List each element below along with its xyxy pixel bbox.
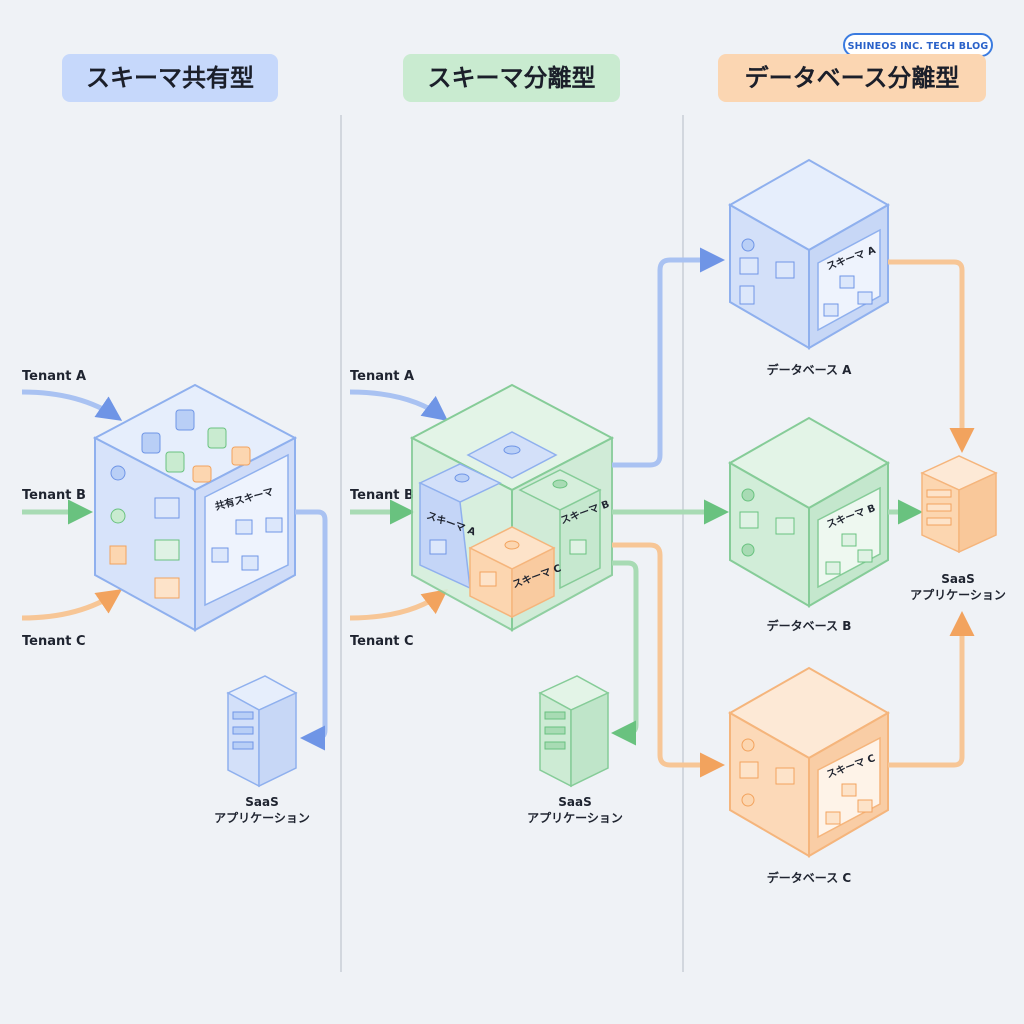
saas-server-2: [538, 675, 610, 788]
database-cube-green: スキーマ A スキーマ B スキーマ C: [409, 383, 615, 632]
schema-table: [841, 533, 857, 547]
to-saas-app-arrow-2: [611, 560, 639, 746]
user-icon-b: [110, 508, 126, 524]
schema-table-4: [265, 517, 283, 533]
database-c-cube: スキーマ C: [727, 666, 891, 858]
tenant-c-label-2: Tenant C: [350, 634, 414, 649]
server-slot: [926, 489, 952, 498]
shared-to-app-arrow: [295, 509, 328, 751]
table-icon: [739, 257, 759, 275]
saas-app-label-2b: アプリケーション: [527, 810, 623, 825]
shared-schema-column: Tenant A Tenant B Tenant C 共有スキーマ: [21, 369, 328, 825]
table-icon-c: [154, 577, 180, 599]
saas-server-1: [226, 675, 298, 788]
server-slot: [232, 711, 254, 720]
user-icon: [741, 543, 755, 557]
schema-c-box: スキーマ C: [468, 526, 563, 619]
database-a-label: データベース A: [767, 362, 853, 377]
database-c-label: データベース C: [767, 870, 852, 885]
schema-b-table: [569, 539, 587, 555]
schema-b-box: スキーマ B: [518, 469, 611, 590]
server-slot: [232, 726, 254, 735]
schema-table: [825, 561, 841, 575]
tenant-icon-top-2: [175, 409, 195, 431]
schema-table: [841, 783, 857, 797]
db-c-to-app-arrow: [888, 611, 975, 768]
server-slot: [926, 503, 952, 512]
schema-table: [857, 291, 873, 305]
schema-a-box: スキーマ A: [418, 463, 502, 590]
title-separated-database: データベース分離型: [718, 54, 986, 102]
schema-table-1: [235, 519, 253, 535]
schema-table: [857, 549, 873, 563]
schema-table: [823, 303, 839, 317]
tenant-a-label-2: Tenant A: [350, 369, 414, 384]
schema-c-table: [479, 571, 497, 587]
database-b-label: データベース B: [767, 618, 852, 633]
database-a-cube: スキーマ A: [727, 158, 891, 350]
server-slot: [544, 741, 566, 750]
user-icon: [741, 488, 755, 502]
title-shared-schema: スキーマ共有型: [62, 54, 278, 102]
title-separated-schema: スキーマ分離型: [403, 54, 620, 102]
saas-app-label-3b: アプリケーション: [910, 587, 1006, 602]
table-icon: [739, 761, 759, 779]
shared-database-cube: 共有スキーマ: [92, 383, 298, 632]
table-icon: [775, 767, 795, 785]
separated-database-column: スキーマ A データベース A スキーマ B データベース B: [727, 158, 1006, 885]
tenant-a-arrow: [21, 389, 123, 421]
saas-app-label-3a: SaaS: [941, 572, 974, 586]
server-slot: [232, 741, 254, 750]
schema-a-table: [429, 539, 447, 555]
tenant-b-label-2: Tenant B: [350, 488, 414, 503]
table-icon-b: [154, 539, 180, 561]
saas-app-label-1a: SaaS: [245, 795, 278, 809]
table-icon: [775, 261, 795, 279]
server-slot: [926, 517, 952, 526]
to-database-a-arrow: [612, 247, 725, 468]
schema-box-top: [466, 431, 558, 479]
schema-table-2: [211, 547, 229, 563]
db-cylinder-top: [503, 445, 521, 455]
tenant-icon-top-1: [141, 432, 161, 454]
tenant-icon-top-3: [165, 451, 185, 473]
user-icon: [741, 738, 755, 752]
tenant-a-label: Tenant A: [22, 369, 86, 384]
user-icon-a: [110, 465, 126, 481]
tenant-icon-top-5: [192, 465, 212, 483]
table-icon: [775, 517, 795, 535]
to-database-c-arrow: [612, 542, 725, 778]
doc-icon: [739, 285, 755, 305]
tenant-c-arrow: [21, 589, 123, 621]
tenant-a-arrow-2: [349, 389, 448, 422]
db-cylinder-b: [552, 479, 568, 489]
table-icon: [739, 511, 759, 529]
server-slot: [544, 711, 566, 720]
schema-table: [839, 275, 855, 289]
server-slot: [544, 726, 566, 735]
db-cylinder-a: [454, 473, 470, 483]
db-a-to-app-arrow: [888, 259, 975, 453]
tenant-b-label: Tenant B: [22, 488, 86, 503]
tenant-c-arrow-2: [349, 588, 448, 621]
saas-app-label-1b: アプリケーション: [214, 810, 310, 825]
saas-app-label-2a: SaaS: [558, 795, 591, 809]
user-icon: [741, 238, 755, 252]
tenant-icon-top-4: [207, 427, 227, 449]
table-icon-a: [154, 497, 180, 519]
user-icon-c: [109, 545, 127, 565]
database-b-cube: スキーマ B: [727, 416, 891, 608]
schema-table: [825, 811, 841, 825]
tenant-icon-top-6: [231, 446, 251, 466]
schema-table-3: [241, 555, 259, 571]
db-cylinder-c: [504, 540, 520, 550]
user-icon: [741, 793, 755, 807]
tenant-c-label: Tenant C: [22, 634, 86, 649]
schema-table: [857, 799, 873, 813]
saas-server-3: [920, 455, 998, 554]
separated-schema-column: Tenant A Tenant B Tenant C スキーマ A: [349, 247, 729, 825]
